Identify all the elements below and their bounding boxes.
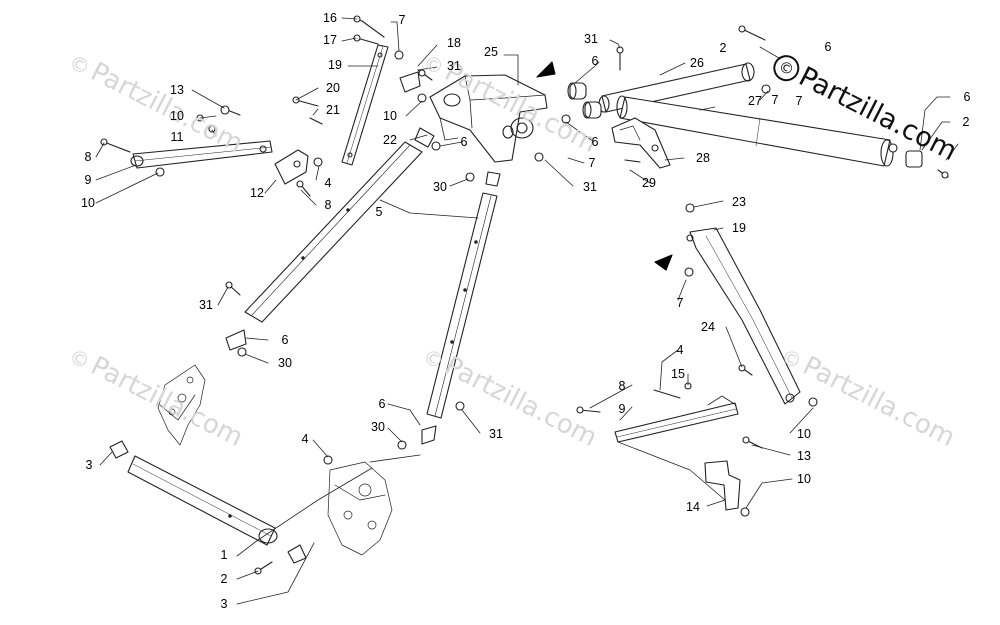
callout-label: 6 <box>591 54 599 68</box>
tube-center-vertical <box>426 171 501 419</box>
callout-label: 7 <box>771 93 779 107</box>
callout-label: 21 <box>326 103 340 117</box>
callout-label: 6 <box>824 40 832 54</box>
callout-label: 11 <box>170 130 184 144</box>
callout-label: 30 <box>278 356 292 370</box>
right-curved-strap <box>686 227 801 405</box>
callout-label: 31 <box>584 32 598 46</box>
callout-label: 13 <box>170 83 184 97</box>
callout-label: 9 <box>84 173 92 187</box>
callout-label: 27 <box>748 94 762 108</box>
right-lower-bar <box>614 395 739 443</box>
right-small-bracket <box>704 460 741 511</box>
callout-label: 10 <box>81 196 95 210</box>
upper-center-bracket <box>429 74 548 163</box>
callout-label: 31 <box>447 59 461 73</box>
callout-label: 2 <box>719 41 727 55</box>
callout-label: 6 <box>460 135 468 149</box>
callout-label: 26 <box>690 56 704 70</box>
callout-label: 7 <box>398 13 406 27</box>
callout-label: 10 <box>170 109 184 123</box>
callout-label: 19 <box>328 58 342 72</box>
callout-label: 14 <box>686 500 700 514</box>
callout-label: 20 <box>326 81 340 95</box>
callout-label: 29 <box>642 176 656 190</box>
callout-label: 18 <box>447 36 461 50</box>
callout-label: 8 <box>618 379 626 393</box>
small-bracket-hole <box>293 160 301 168</box>
callout-label: 31 <box>583 180 597 194</box>
callout-label: 2 <box>962 115 970 129</box>
callout-label: 23 <box>732 195 746 209</box>
callout-label: 13 <box>797 449 811 463</box>
arrow-marker-right <box>654 254 673 271</box>
tube-left-diagonal <box>244 127 435 323</box>
tube-right-long <box>616 95 894 167</box>
small-bracket <box>274 149 309 185</box>
end-cap-lower <box>287 544 307 564</box>
callout-label: 28 <box>696 151 710 165</box>
callout-label: 3 <box>85 458 93 472</box>
callout-label: 2 <box>220 572 228 586</box>
callout-label: 10 <box>797 472 811 486</box>
left-casting <box>157 364 206 446</box>
strap-clip <box>399 71 421 93</box>
callout-label: 16 <box>323 11 337 25</box>
end-cap-upper <box>109 440 129 459</box>
center-casting <box>327 461 393 556</box>
callout-label: 31 <box>489 427 503 441</box>
callout-label: 19 <box>732 221 746 235</box>
leader-lines <box>95 17 959 605</box>
callout-label: 7 <box>676 296 684 310</box>
clamp-bracket <box>611 117 671 169</box>
callout-label: 6 <box>281 333 289 347</box>
callout-label: 22 <box>383 133 397 147</box>
callout-label: 3 <box>220 597 228 611</box>
callout-label: 9 <box>618 402 626 416</box>
left-upper-bar <box>130 140 273 169</box>
callout-label: 15 <box>671 367 685 381</box>
callout-label: 5 <box>375 205 383 219</box>
callout-label: 12 <box>250 186 264 200</box>
callout-label: 17 <box>323 33 337 47</box>
callout-label: 6 <box>378 397 386 411</box>
callout-label: 4 <box>301 432 309 446</box>
callout-label: 24 <box>701 320 715 334</box>
callout-label: 30 <box>433 180 447 194</box>
callout-label: 6 <box>591 135 599 149</box>
callout-label: 1 <box>220 548 228 562</box>
callout-label: 6 <box>963 90 971 104</box>
callout-label: 7 <box>795 94 803 108</box>
callout-label: 31 <box>199 298 213 312</box>
callout-label: 8 <box>84 150 92 164</box>
callout-label: 10 <box>383 109 397 123</box>
callout-label: 25 <box>484 45 498 59</box>
arrow-marker-top <box>536 61 556 78</box>
callout-label: 7 <box>588 156 596 170</box>
callout-label: 4 <box>676 343 684 357</box>
fasteners <box>100 15 949 575</box>
callout-label: 4 <box>324 176 332 190</box>
callout-label: 8 <box>324 198 332 212</box>
callout-label: 30 <box>371 420 385 434</box>
tube-bottom-left <box>127 455 278 546</box>
callout-label: 10 <box>797 427 811 441</box>
vertical-strap <box>341 44 389 166</box>
